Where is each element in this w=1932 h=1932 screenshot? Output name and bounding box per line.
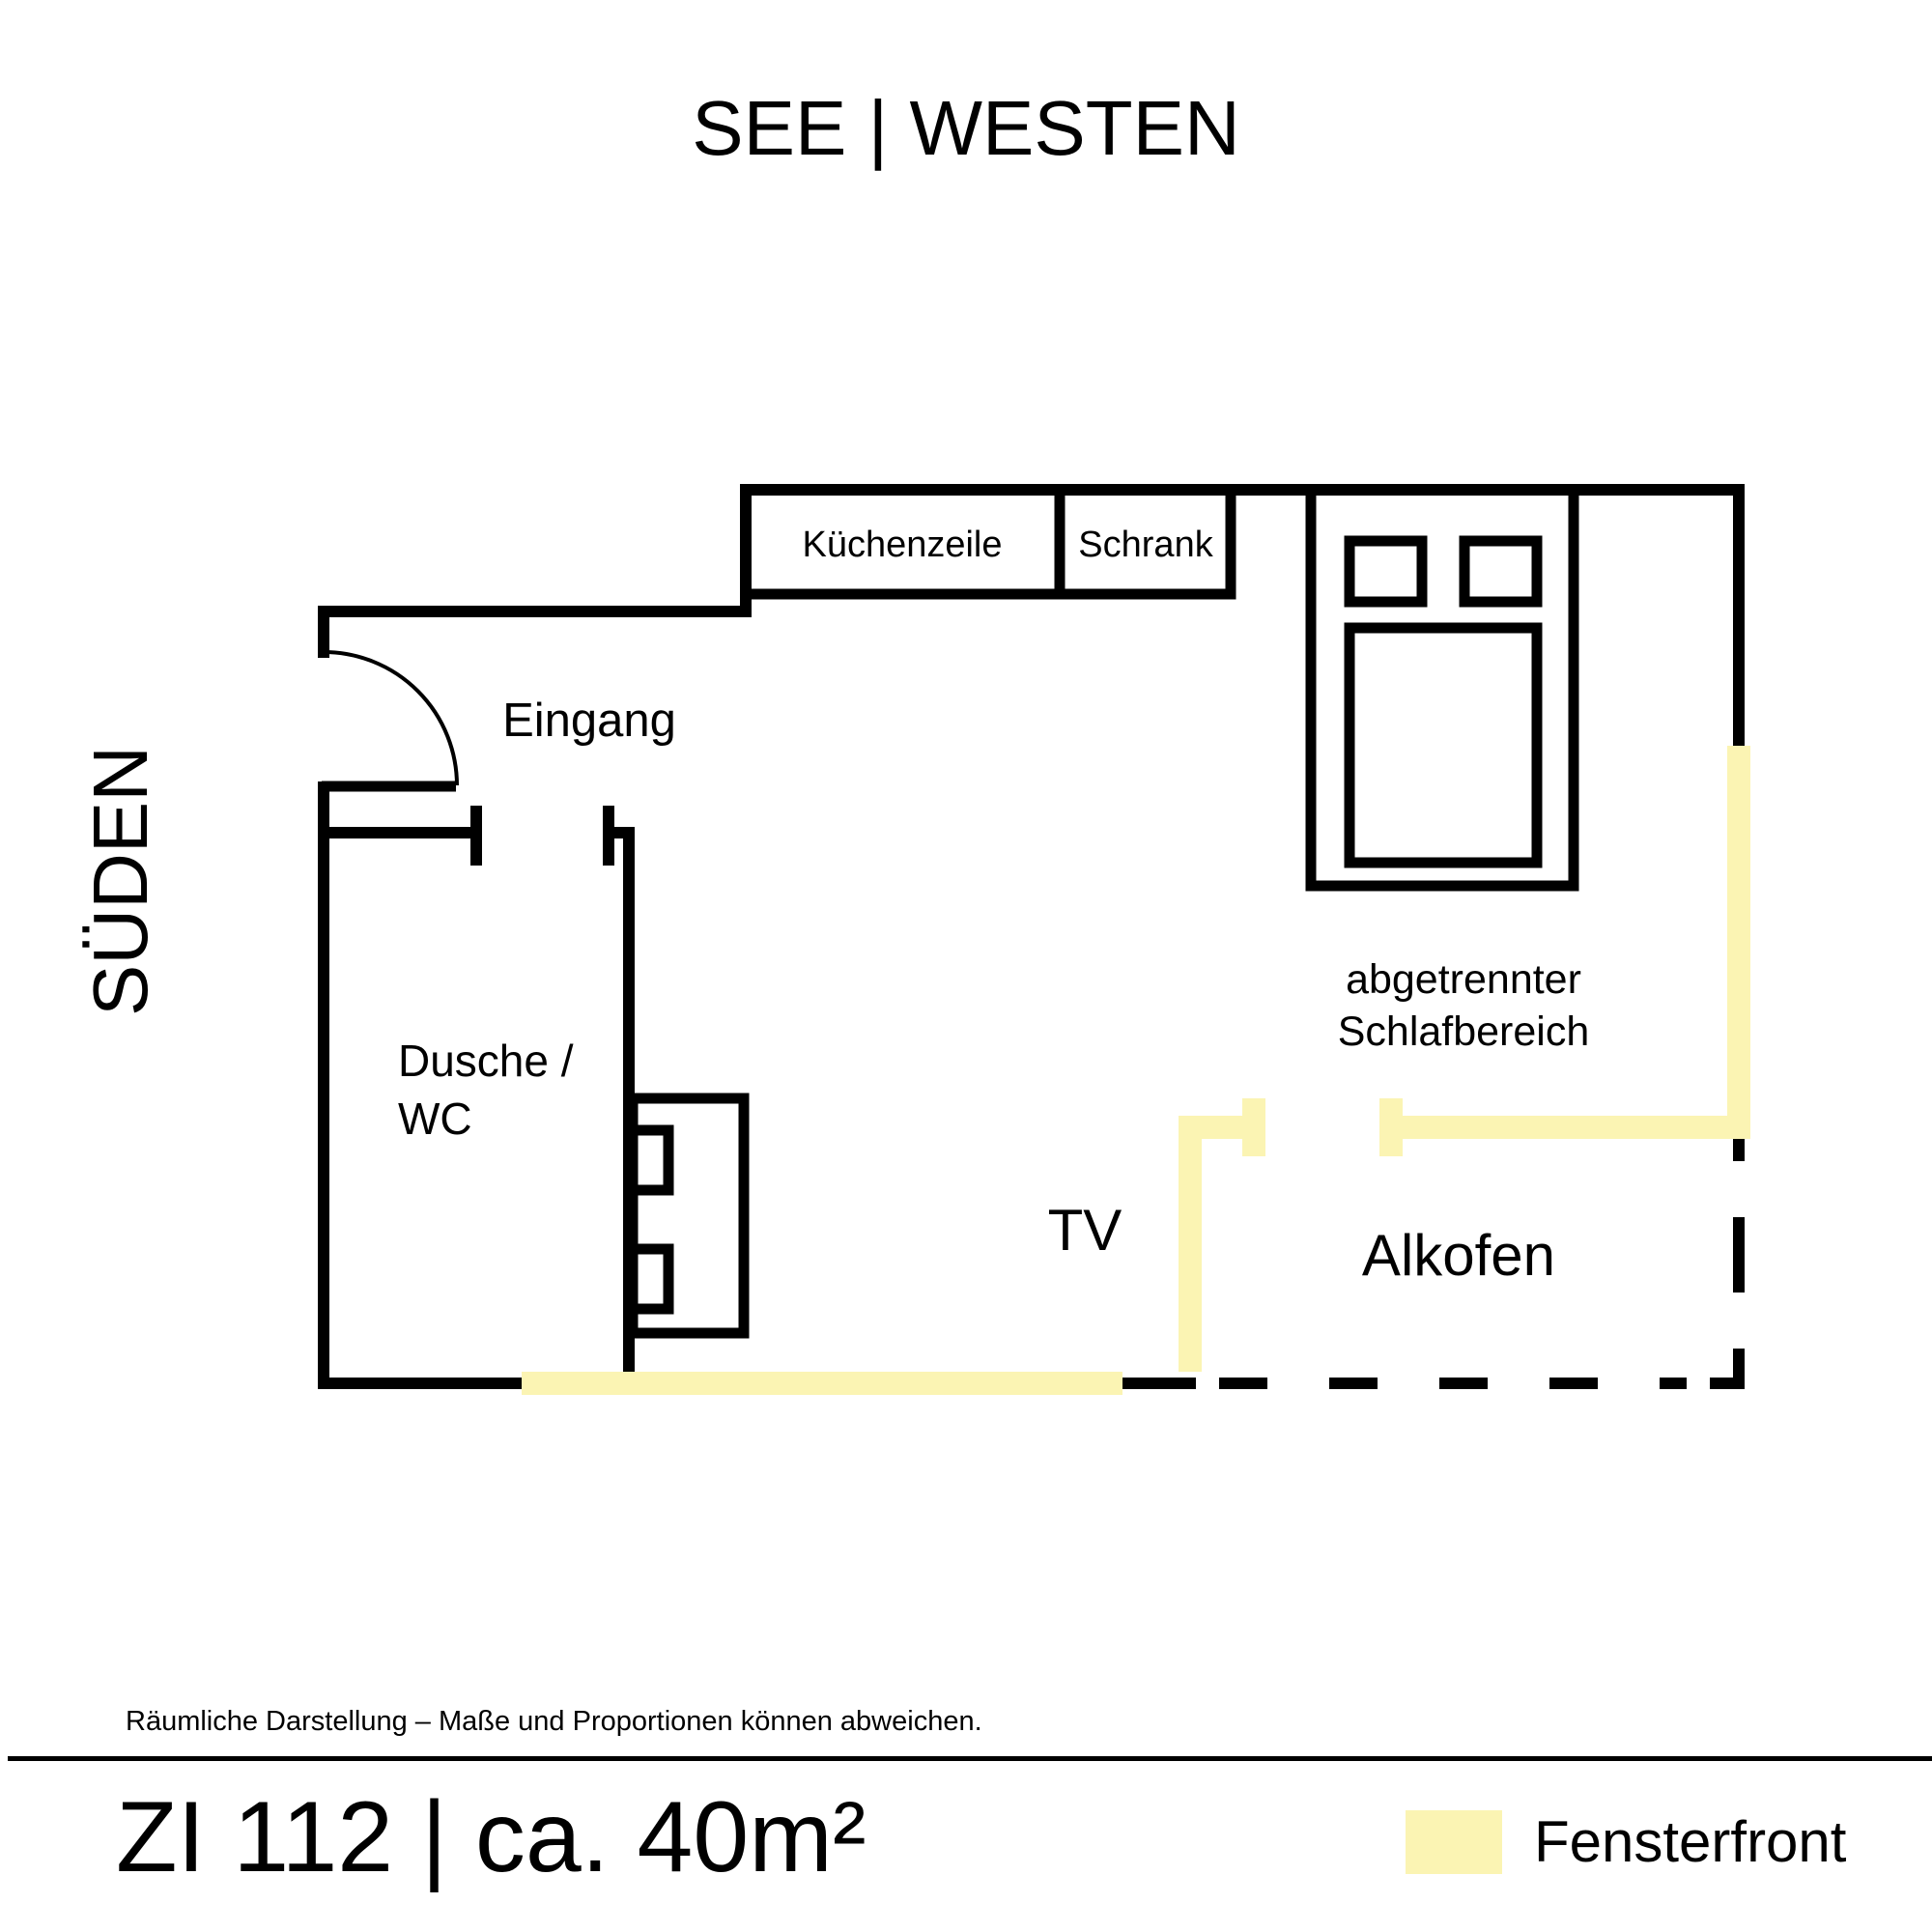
orientation-left-label: SÜDEN [77, 746, 163, 1016]
room-number-title: ZI 112 | ca. 40m² [116, 1781, 867, 1893]
entrance-label: Eingang [502, 695, 676, 747]
sleeping-area-label-line2: Schlafbereich [1338, 1009, 1590, 1055]
bed [1305, 484, 1579, 892]
wardrobe-label: Schrank [1078, 525, 1213, 565]
kitchen-label: Küchenzeile [802, 525, 1002, 565]
orientation-top-label: SEE | WESTEN [692, 85, 1240, 171]
mattress [1344, 622, 1543, 868]
legend-window-swatch [1406, 1810, 1502, 1874]
kitchen-unit [746, 490, 1236, 600]
legend-window-label: Fensterfront [1534, 1809, 1847, 1874]
tv-label: TV [1048, 1198, 1122, 1263]
entrance-door[interactable] [322, 650, 459, 792]
bathroom-label-line2: WC [398, 1094, 472, 1144]
window-fronts [522, 746, 1750, 1395]
footer-divider [8, 1756, 1932, 1761]
outer-walls [318, 484, 1745, 1389]
bathroom-sink-counter [627, 1093, 750, 1339]
bathroom-label-line1: Dusche / [398, 1036, 574, 1086]
sleeping-area-label-line1: abgetrennter [1346, 956, 1581, 1003]
pillow-left [1344, 535, 1428, 608]
pillow-right [1459, 535, 1543, 608]
disclaimer-note: Räumliche Darstellung – Maße und Proport… [126, 1706, 982, 1737]
bathroom-walls [318, 806, 635, 1378]
alcove-label: Alkofen [1362, 1223, 1555, 1288]
